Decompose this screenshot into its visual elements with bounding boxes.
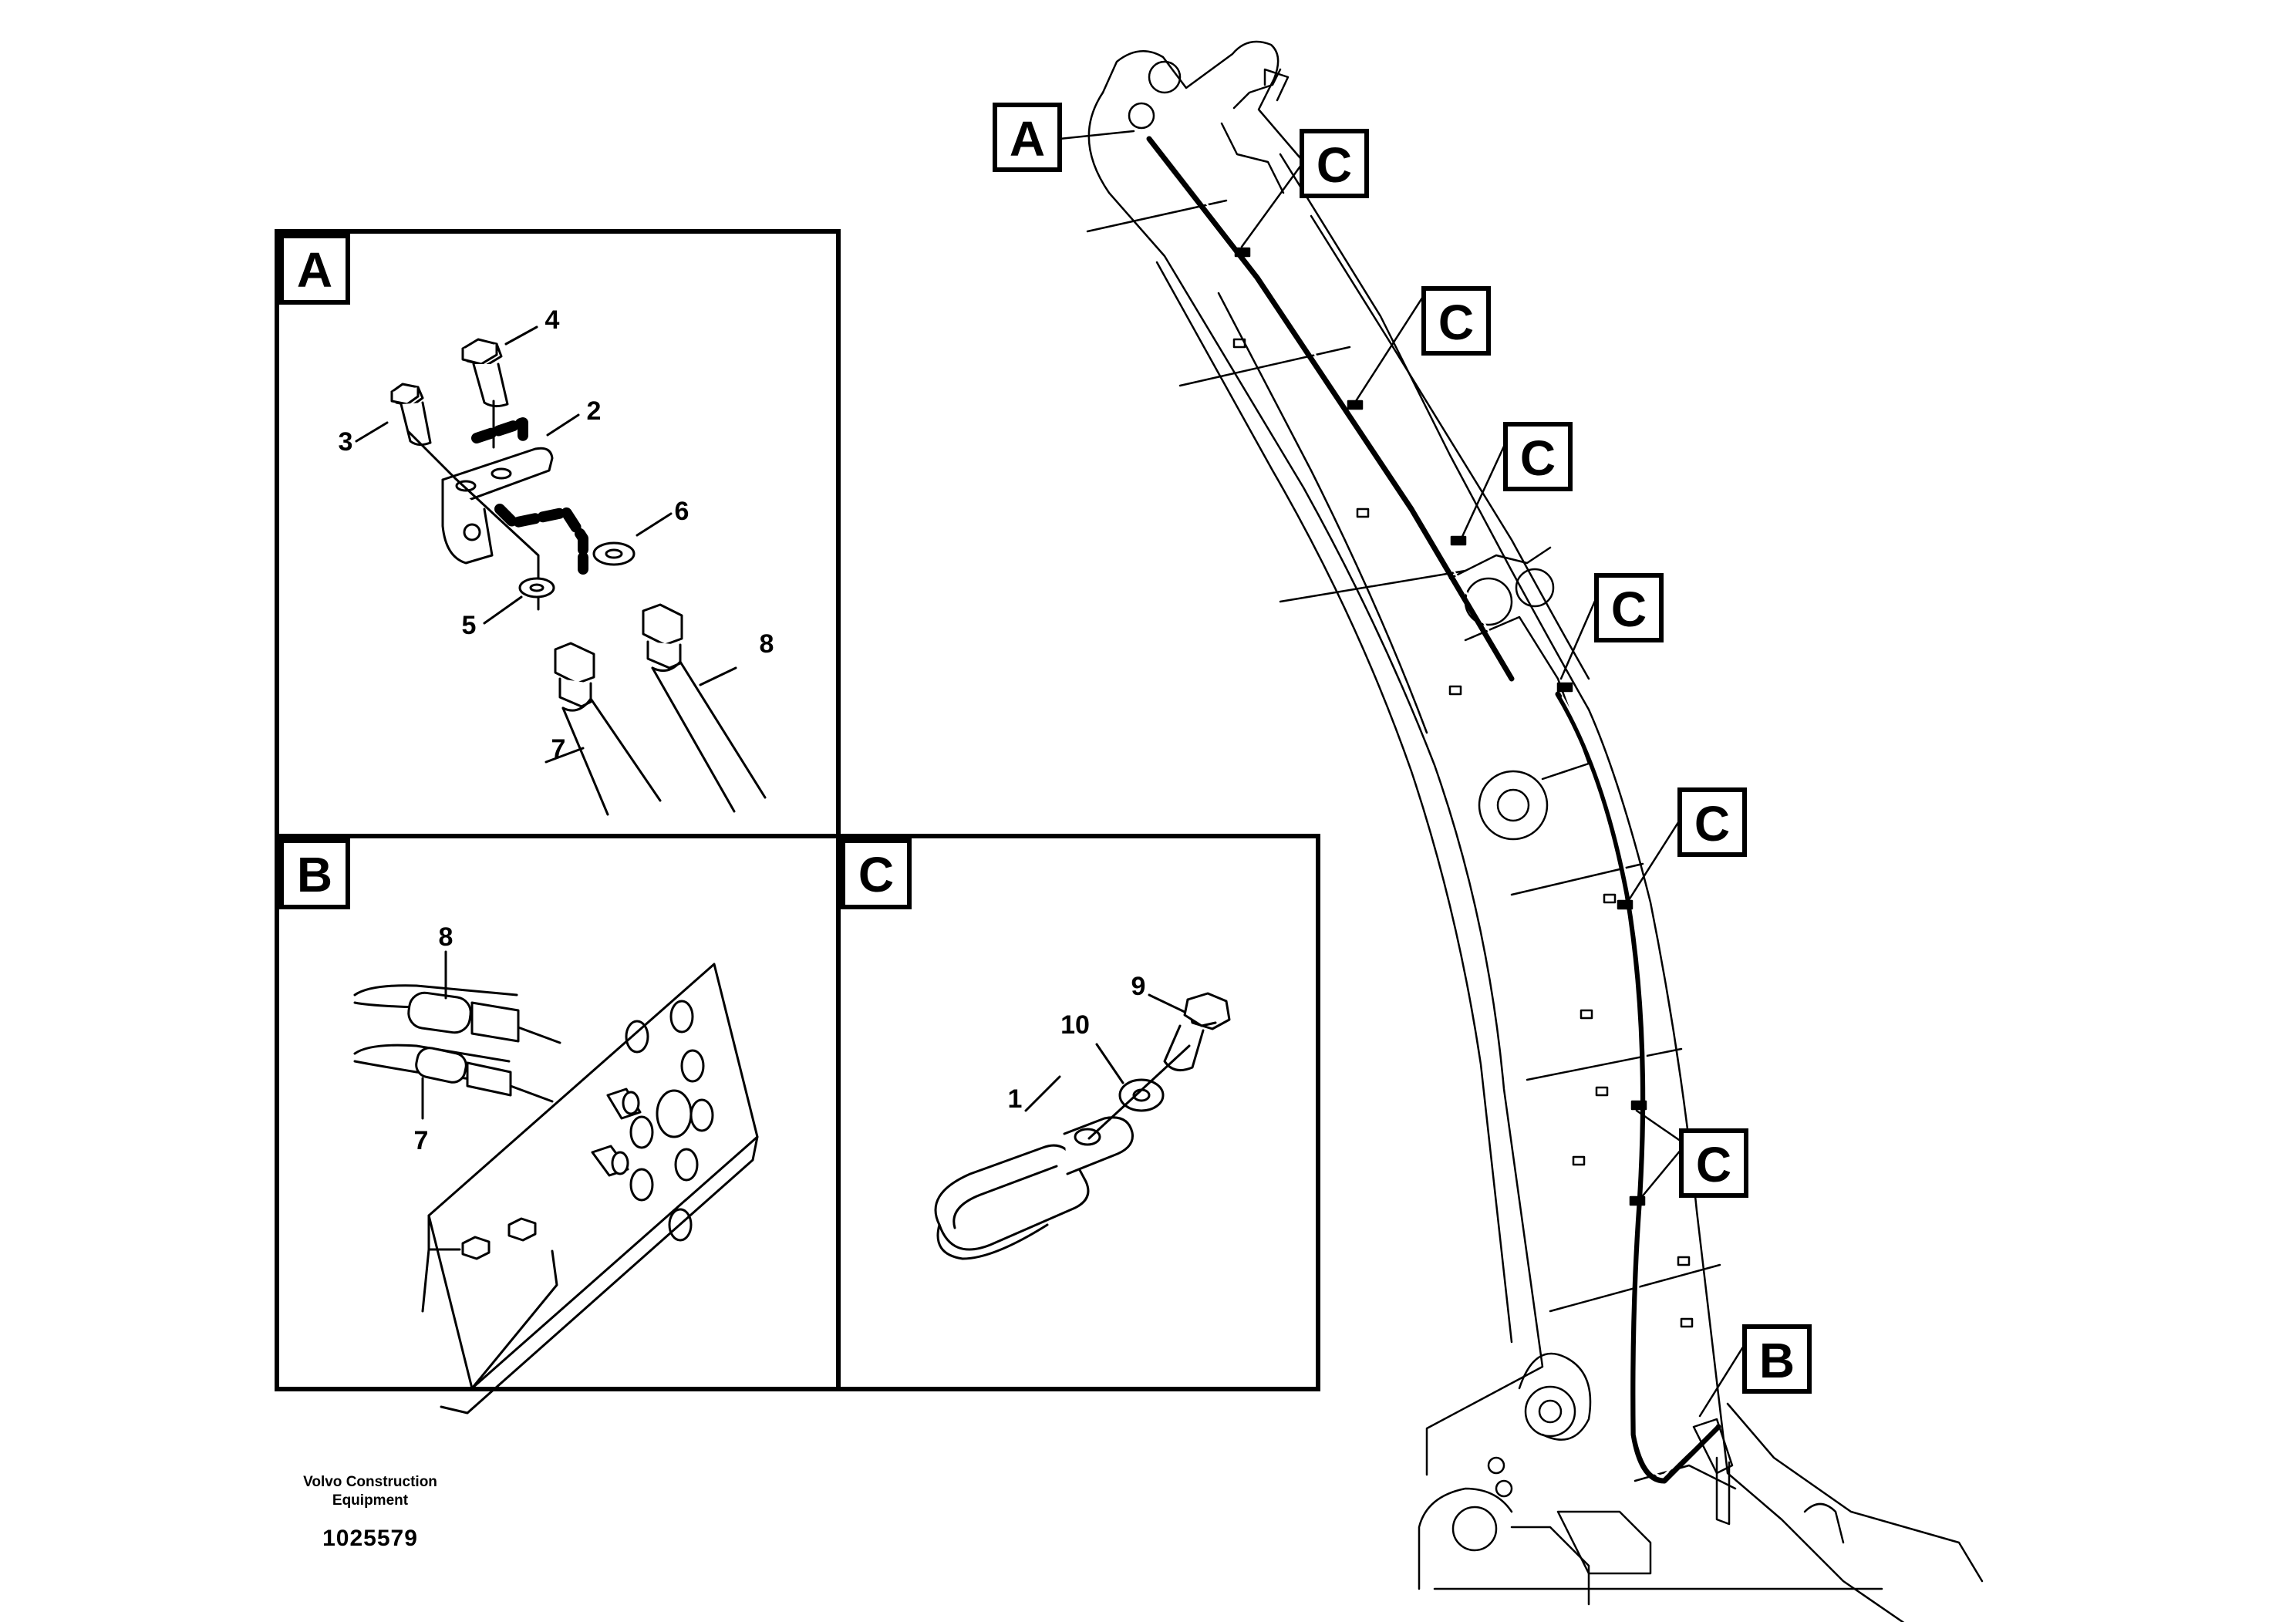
hose-8-icon [642,603,767,813]
part-number-3: 3 [339,427,353,457]
part-number-9: 9 [1131,972,1146,1001]
boom-callout-a: A [993,103,1062,172]
hose-7-icon [554,642,662,816]
callout-c-letter: C [1438,295,1474,350]
part-number-4: 4 [545,305,560,335]
part-number-8-b: 8 [439,922,453,952]
clamp-1-icon [934,1116,1134,1260]
boom-callout-c-1: C [1300,129,1369,198]
part-number-7: 7 [551,734,566,764]
boom-drawing [1058,40,1984,1622]
panel-b-letter: B [297,847,332,902]
panel-c-tag: C [841,838,912,909]
screw-4-icon [461,338,509,408]
part-number-8: 8 [760,629,774,659]
part-number-5: 5 [462,611,477,640]
panel-c-letter: C [858,847,894,902]
boom-bolt-heads [1232,338,1694,1328]
bolt-icon [461,1217,537,1260]
panel-a-drawing [355,325,767,816]
callout-c-letter: C [1611,582,1647,637]
brand-line-1: Volvo Construction [303,1474,437,1490]
boom-callout-c-3: C [1503,422,1573,491]
panel-c [836,834,1320,1391]
boom-callout-c-4: C [1594,573,1664,642]
panel-b-drawing [353,950,759,1415]
callout-c-letter: C [1520,430,1556,486]
panel-b-tag: B [279,838,350,909]
boom-callout-b: B [1742,1324,1812,1394]
part-number-1: 1 [1008,1084,1023,1114]
panel-a-letter: A [297,242,332,298]
drawing-number: 1025579 [322,1526,418,1551]
screw-3-icon [390,383,432,447]
callout-c-letter: C [1317,137,1352,193]
part-number-2: 2 [587,396,602,426]
callout-c-letter: C [1696,1137,1731,1192]
boom-callout-c-2: C [1421,286,1491,356]
brand-line-2: Equipment [332,1492,409,1509]
detail-panels [275,229,1320,1391]
footer: Volvo Construction Equipment 1025579 [278,1473,463,1552]
part-number-7-b: 7 [414,1126,429,1155]
panel-c-drawing [934,992,1231,1260]
boom-callout-c-5: C [1677,787,1747,857]
callout-b-letter: B [1759,1333,1795,1388]
part-number-10: 10 [1060,1010,1090,1040]
callout-c-letter: C [1694,796,1730,851]
callout-a-letter: A [1010,111,1045,167]
panel-a-tag: A [279,234,350,305]
boom-callout-c-6: C [1679,1128,1748,1198]
part-number-6: 6 [675,497,689,526]
